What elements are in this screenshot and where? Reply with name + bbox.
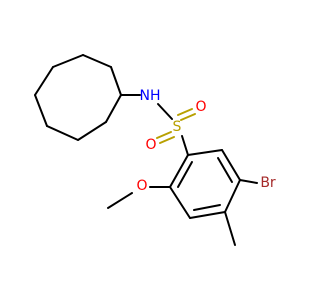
bond-ar-1: [187, 149, 223, 156]
bond-ring-2: [82, 54, 112, 68]
bond-ring-7: [77, 121, 107, 141]
atom-label-o-top: O: [195, 99, 206, 115]
bond-ar-2b: [217, 157, 233, 183]
bond-s-o-left-a: [156, 131, 172, 139]
atom-label-nh: NH: [140, 88, 161, 104]
bond-ar-4b: [193, 204, 221, 211]
bond-ar-methyl: [224, 211, 236, 246]
bond-ar-br: [239, 179, 258, 184]
atom-label-s: S: [173, 119, 182, 135]
bond-ar-2: [221, 149, 241, 181]
bond-ring-6: [46, 125, 79, 141]
structure-canvas: NH S O O O Br: [34, 54, 276, 246]
bond-n-s: [157, 103, 173, 120]
bond-ring-3: [52, 54, 84, 68]
bond-s-o-left-b: [159, 136, 175, 144]
bond-ring-5: [34, 94, 48, 127]
bond-ring-8: [105, 94, 122, 123]
bond-o-ch3: [107, 192, 133, 209]
atom-label-br: Br: [260, 175, 276, 191]
bond-ar-6b: [177, 161, 193, 188]
bond-s-ring: [181, 135, 189, 156]
atom-label-o-methoxy: O: [136, 178, 147, 194]
bond-ring-1: [110, 66, 122, 96]
molecule-diagram: NH S O O O Br: [34, 54, 276, 246]
bond-ar-5: [169, 186, 191, 219]
bond-ar-3: [224, 179, 241, 213]
bond-ring-4: [34, 66, 54, 96]
atom-label-o-left: O: [145, 137, 156, 153]
bond-s-o-top-b: [180, 113, 196, 121]
bond-ar-6: [169, 154, 189, 188]
bond-s-o-top-a: [177, 108, 193, 116]
bond-ar-4: [189, 211, 226, 219]
